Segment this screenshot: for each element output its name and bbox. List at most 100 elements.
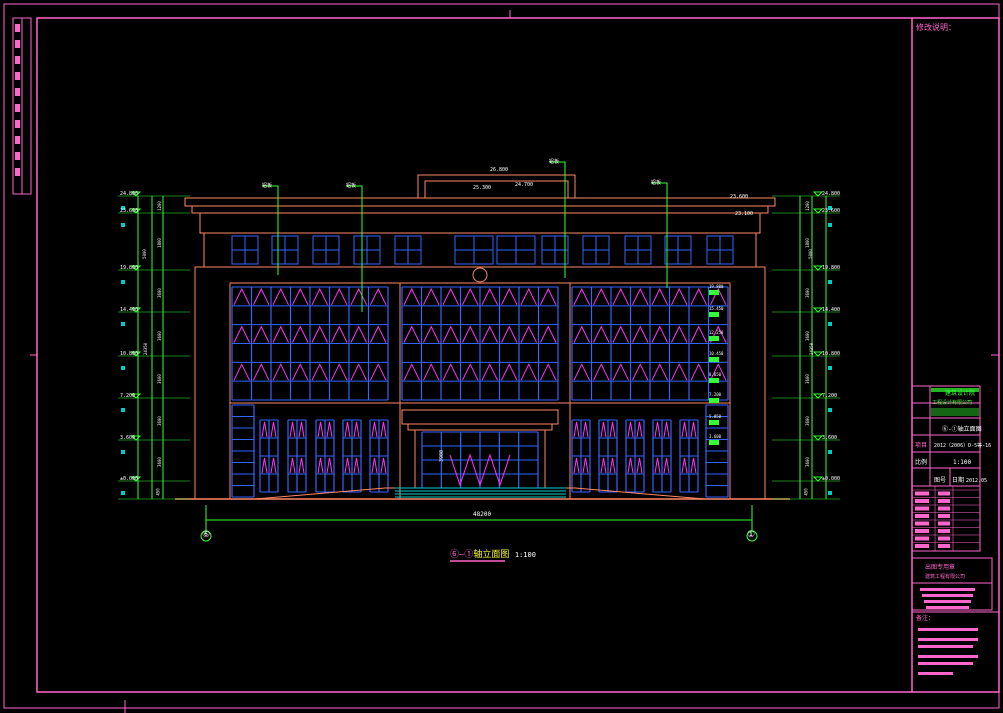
- annotation-leader: [651, 182, 668, 288]
- level-marker-left: [130, 351, 142, 357]
- ramp-right: [566, 487, 706, 500]
- level-marker-right: [812, 191, 824, 197]
- dim-right-inner: 3600: [804, 288, 810, 298]
- notes-text-line: [918, 645, 973, 648]
- dim-left-inner: 1200: [156, 201, 162, 211]
- entrance-height-dim: 3900: [439, 449, 446, 463]
- binding-strip-bar: [15, 120, 20, 128]
- binding-strip-bar: [15, 88, 20, 96]
- binding-strip-bar: [15, 72, 20, 80]
- window-tag-marker: [709, 398, 719, 403]
- window-triangle: [632, 287, 649, 306]
- window-triangle: [540, 363, 557, 381]
- window-triangle: [671, 363, 688, 381]
- level-tag-right: [828, 450, 832, 454]
- window-triangle: [261, 457, 268, 474]
- approval-signature: [938, 544, 950, 548]
- dim-right-inner: 3600: [804, 416, 810, 426]
- dimension-lines: [118, 191, 840, 562]
- level-marker-right: [812, 476, 824, 482]
- window-tag-label: 3.600: [709, 434, 722, 439]
- level-label-right: 10.800: [822, 351, 841, 357]
- window-triangle: [651, 287, 668, 306]
- level-marker-left: [130, 393, 142, 399]
- window-tag-label: 8.650: [709, 372, 722, 377]
- roof-level-label: 23.600: [730, 194, 749, 200]
- dim-left-inner: 450: [155, 488, 161, 496]
- dim-right-inner: 1200: [804, 201, 810, 211]
- annotation-leader: [549, 161, 566, 278]
- company-fill: [931, 408, 979, 416]
- level-tag-right: [828, 408, 832, 412]
- notes-text-line: [918, 655, 978, 658]
- window-triangle: [573, 457, 580, 474]
- approval-role: [915, 536, 929, 541]
- window-triangle: [380, 457, 387, 474]
- approval-signature: [938, 491, 950, 496]
- axis-bubble-right: [746, 530, 758, 542]
- binding-strip-entries: [15, 24, 20, 176]
- level-label-right: 7.200: [822, 393, 838, 399]
- level-tag-right: [828, 223, 832, 227]
- emblem-circle: [472, 267, 488, 283]
- window-triangle: [690, 457, 697, 474]
- axis-bubble-left: [200, 530, 212, 542]
- window-tag-label: 5.850: [709, 414, 722, 419]
- window-triangle: [573, 287, 590, 306]
- level-label-left: 24.800: [120, 191, 139, 197]
- window-triangle: [270, 457, 277, 474]
- roof-block: [417, 174, 576, 199]
- approval-signature: [938, 521, 950, 526]
- window-triangle: [681, 457, 688, 474]
- window-triangle: [270, 421, 277, 438]
- window-triangle: [289, 421, 296, 438]
- level-marker-left: [130, 265, 142, 271]
- window-triangle: [710, 363, 727, 381]
- window-triangle: [632, 325, 649, 343]
- window-triangle: [311, 363, 328, 381]
- drawing-title-cell: ⑥-①轴立面图: [942, 426, 982, 433]
- stamp-box: [911, 557, 993, 611]
- window-triangle: [317, 457, 324, 474]
- window-triangle: [442, 363, 459, 381]
- entrance-door-pattern: [449, 453, 511, 487]
- window-triangle: [370, 363, 387, 381]
- approval-signature: [938, 514, 950, 518]
- notes-text-line: [918, 628, 978, 631]
- window-triangle: [600, 457, 607, 474]
- window-triangle: [233, 363, 250, 381]
- window-triangle: [627, 457, 634, 474]
- level-tag-left: [121, 366, 125, 370]
- level-tag-right: [828, 280, 832, 284]
- level-marker-left: [130, 191, 142, 197]
- approval-role: [915, 491, 929, 496]
- window-tag-label: 7.200: [709, 392, 722, 397]
- stamp-text-line: [922, 594, 973, 597]
- window-triangle: [370, 325, 387, 343]
- roof-level-label: 24.700: [515, 182, 534, 188]
- approval-role: [915, 529, 929, 533]
- notes-text-line: [918, 672, 953, 675]
- level-tag-right: [828, 206, 832, 210]
- window-triangle: [292, 287, 309, 306]
- dim-left-inner: 3600: [156, 288, 162, 298]
- window-triangle: [371, 457, 378, 474]
- approval-role: [915, 544, 929, 548]
- window-triangle: [462, 287, 479, 306]
- window-triangle: [654, 457, 661, 474]
- window-triangle: [403, 325, 420, 343]
- scale-label: 比例: [915, 459, 928, 466]
- level-marker-right: [812, 351, 824, 357]
- window-triangle: [326, 457, 333, 474]
- scale-value: 1:100: [953, 459, 972, 466]
- window-triangle: [353, 457, 360, 474]
- company-fill: [931, 388, 979, 392]
- window-triangle: [350, 325, 367, 343]
- window-tag-marker: [709, 378, 719, 383]
- date-label: 日期: [952, 477, 965, 484]
- roof-level-label: 23.100: [735, 211, 754, 217]
- material-annotation: 铝板: [346, 183, 357, 189]
- level-marker-right: [812, 307, 824, 313]
- level-marker-right: [812, 393, 824, 399]
